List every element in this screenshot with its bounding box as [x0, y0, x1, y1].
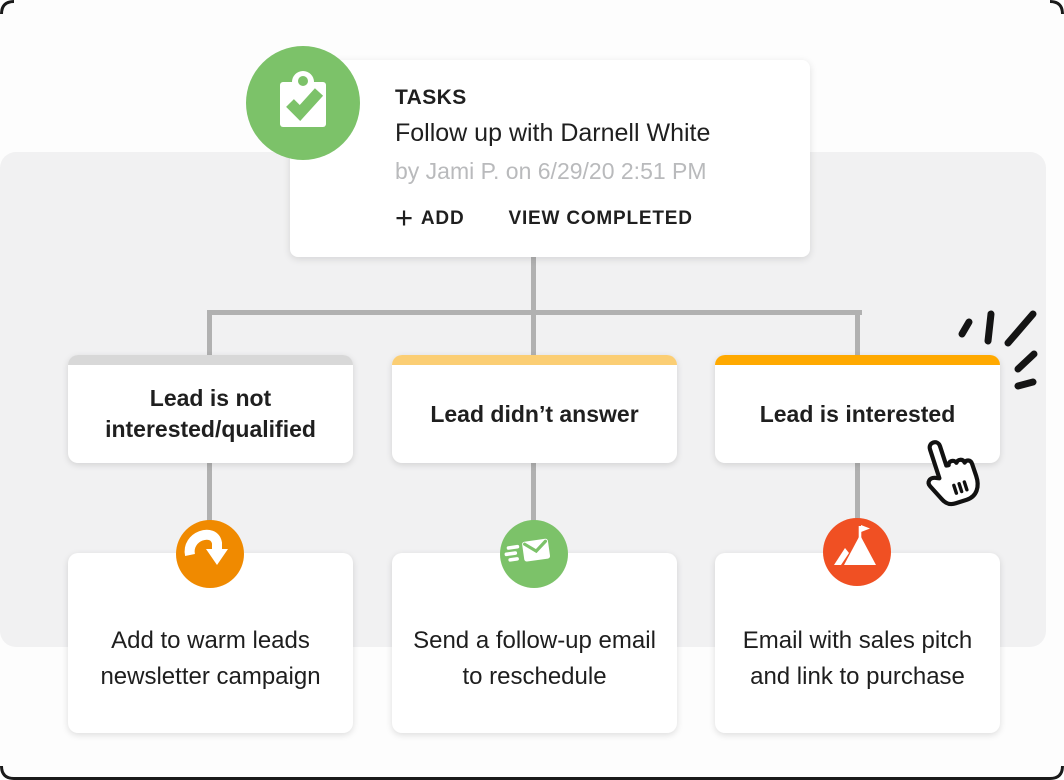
- branch-card-not-interested[interactable]: Lead is not interested/qualified: [68, 355, 353, 463]
- branch-bar-amber: [392, 355, 677, 365]
- view-completed-button-label: VIEW COMPLETED: [508, 208, 693, 229]
- add-task-button[interactable]: + ADD: [395, 200, 465, 235]
- add-task-button-label: ADD: [420, 208, 465, 229]
- connector-action1-vertical: [207, 461, 212, 523]
- connector-branch1-vertical: [207, 310, 212, 358]
- hand-pointer-cursor: [926, 440, 980, 507]
- branch-card-interested[interactable]: Lead is interested: [715, 355, 1000, 463]
- view-completed-button[interactable]: VIEW COMPLETED: [508, 208, 692, 230]
- connector-top-vertical: [531, 255, 536, 313]
- email-send-icon: [500, 520, 568, 588]
- curved-down-arrow-icon: [176, 520, 244, 588]
- connector-branch2-vertical: [531, 310, 536, 358]
- branch-label: Lead is not interested/qualified: [105, 385, 316, 442]
- branch-label: Lead didn’t answer: [430, 400, 639, 427]
- branch-bar-gray: [68, 355, 353, 365]
- action-card-newsletter: Add to warm leads newsletter campaign: [68, 553, 353, 733]
- task-card: TASKS Follow up with Darnell White by Ja…: [290, 60, 810, 257]
- plus-icon: +: [395, 200, 414, 235]
- clipboard-check-icon: [246, 46, 360, 160]
- branch-bar-orange: [715, 355, 1000, 365]
- action-text: Add to warm leads newsletter campaign: [100, 627, 321, 690]
- connector-action3-vertical: [855, 461, 860, 521]
- task-card-label: TASKS: [395, 86, 467, 109]
- action-text: Email with sales pitch and link to purch…: [742, 627, 973, 690]
- connector-branch3-vertical: [855, 310, 860, 358]
- click-burst-marks: [958, 310, 1038, 390]
- branch-label: Lead is interested: [759, 400, 956, 427]
- branch-card-no-answer[interactable]: Lead didn’t answer: [392, 355, 677, 463]
- connector-action2-vertical: [531, 461, 536, 523]
- action-text: Send a follow-up email to reschedule: [413, 627, 656, 690]
- task-title: Follow up with Darnell White: [395, 119, 711, 147]
- task-byline: by Jami P. on 6/29/20 2:51 PM: [395, 158, 707, 184]
- mountain-flag-icon: [823, 518, 891, 586]
